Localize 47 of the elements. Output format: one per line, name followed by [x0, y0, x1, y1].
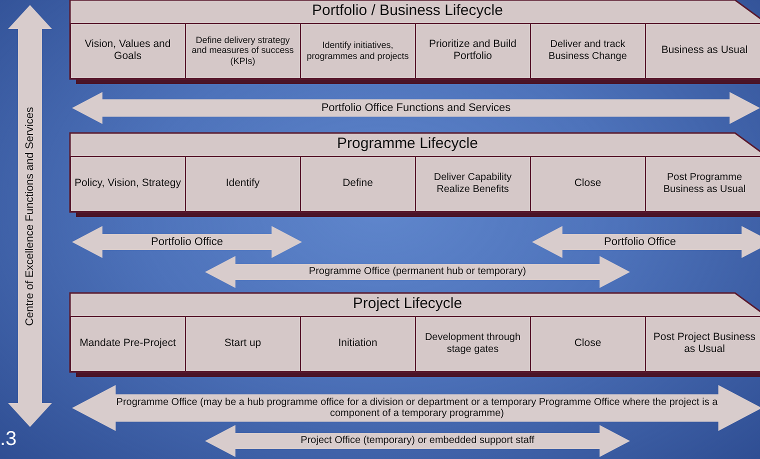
- stage-box: [70, 156, 186, 212]
- stage-label: Post Programme Business as Usual: [662, 172, 747, 195]
- stage-box: [300, 156, 416, 212]
- stage-box: [530, 316, 646, 372]
- banner-label: Programme Office (permanent hub or temporary): [308, 266, 526, 278]
- stage-label: Development through stage gates: [424, 332, 522, 355]
- stage-label: Define: [342, 178, 373, 190]
- stage-label: Define delivery strategy and measures of success (KPIs): [190, 35, 295, 66]
- stage-box: [645, 23, 760, 79]
- stage-label: Deliver and track Business Change: [548, 39, 628, 62]
- stage-box: [645, 316, 760, 372]
- stage-box: [70, 316, 186, 372]
- stage-box: [300, 316, 416, 372]
- banner-label: Portfolio Office: [151, 236, 223, 248]
- stage-box: [415, 23, 532, 79]
- stage-box: [185, 156, 302, 212]
- stage-box: [70, 23, 186, 79]
- stage-box: [530, 156, 646, 212]
- stage-box: [645, 156, 760, 212]
- stage-label: Business as Usual: [661, 44, 748, 56]
- stage-label: Mandate Pre-Project: [80, 338, 176, 350]
- banner-label: Portfolio Office: [604, 236, 676, 248]
- stage-box: [300, 23, 416, 79]
- stage-label: Initiation: [338, 338, 378, 350]
- stage-box: [415, 156, 532, 212]
- stage-label: Post Project Business as Usual: [652, 332, 757, 356]
- stage-label: Start up: [224, 338, 262, 350]
- stage-label: Vision, Values and Goals: [84, 38, 172, 62]
- band-heading: Programme Lifecycle: [337, 136, 478, 153]
- stage-label: Identify: [226, 178, 260, 190]
- stage-box: [185, 316, 302, 372]
- slide-number: .3: [0, 428, 17, 451]
- stage-label: Policy, Vision, Strategy: [74, 178, 181, 190]
- banner-label: Centre of Excellence Functions and Services: [24, 106, 36, 326]
- stage-label: Deliver Capability Realize Benefits: [432, 172, 513, 195]
- banner-label: Programme Office (may be a hub programme office for a division or department or a temporary Programme Office where the project is a component of a temporary programme): [115, 396, 719, 420]
- stage-box: [185, 23, 302, 79]
- stage-label: Close: [574, 338, 602, 350]
- stage-label: Prioritize and Build Portfolio: [428, 38, 518, 62]
- banner-label: Portfolio Office Functions and Services: [321, 102, 511, 114]
- stage-label: Close: [574, 178, 602, 190]
- band-heading: Portfolio / Business Lifecycle: [312, 3, 503, 20]
- banner-label: Project Office (temporary) or embedded support staff: [300, 435, 534, 447]
- stage-box: [530, 23, 646, 79]
- band-heading: Project Lifecycle: [352, 296, 462, 313]
- stage-box: [415, 316, 532, 372]
- stage-label: Identify initiatives, programmes and projects: [306, 40, 410, 61]
